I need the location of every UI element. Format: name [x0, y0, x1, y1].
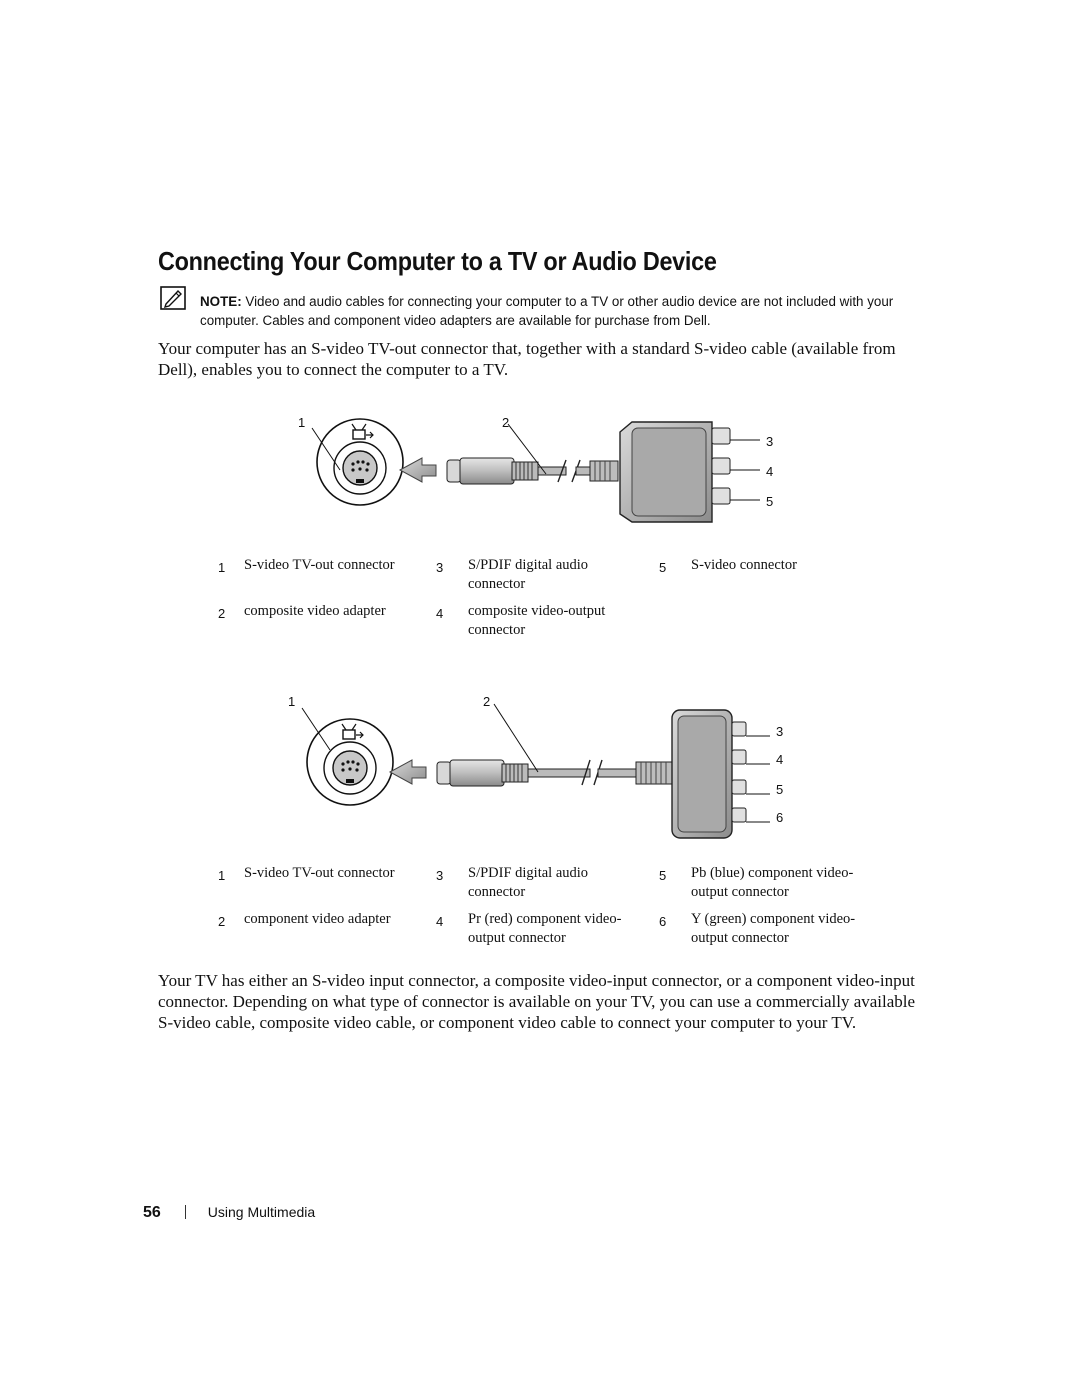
legend-text: composite video adapter	[244, 603, 386, 619]
legend-num: 3	[436, 560, 444, 575]
legend-num: 4	[436, 914, 444, 929]
callout-4: 4	[776, 752, 783, 767]
figure1-legend: 1 S-video TV-out connector 2 composite v…	[0, 556, 1080, 646]
legend-num: 2	[218, 606, 226, 621]
section-name: Using Multimedia	[207, 1204, 316, 1220]
note-pencil-icon	[160, 286, 186, 310]
svideo-tvout-port	[306, 718, 394, 806]
callout-3: 3	[776, 724, 783, 739]
legend-text: S-video TV-out connector	[244, 865, 395, 881]
legend-num: 5	[659, 560, 667, 575]
insert-arrow-icon	[388, 759, 427, 785]
legend-text: S/PDIF digital audio connector	[468, 865, 589, 900]
legend-num: 3	[436, 868, 444, 883]
closing-paragraph: Your TV has either an S-video input conn…	[158, 971, 916, 1032]
callout-1: 1	[288, 694, 295, 709]
page-footer: 56 Using Multimedia	[143, 1204, 315, 1222]
legend-text: S-video TV-out connector	[244, 557, 395, 573]
callout-2: 2	[502, 415, 509, 430]
legend-num: 5	[659, 868, 667, 883]
legend-text: S/PDIF digital audio connector	[468, 557, 589, 592]
composite-adapter-diagram: 1 2 3 4 5	[298, 415, 773, 523]
legend-text: Y (green) component video-output connect…	[691, 911, 856, 946]
svideo-tvout-port	[316, 418, 404, 506]
legend-num: 6	[659, 914, 667, 929]
callout-5: 5	[766, 494, 773, 509]
callout-6: 6	[776, 810, 783, 825]
figure2-legend: 1 S-video TV-out connector 2 component v…	[0, 864, 1080, 954]
legend-text: Pb (blue) component video-output connect…	[691, 865, 854, 900]
callout-4: 4	[766, 464, 773, 479]
callout-3: 3	[766, 434, 773, 449]
legend-text: S-video connector	[691, 557, 797, 573]
footer-divider	[184, 1205, 186, 1219]
callout-2: 2	[483, 694, 490, 709]
legend-num: 2	[218, 914, 226, 929]
note-label: NOTE:	[200, 294, 242, 309]
insert-arrow-icon	[398, 457, 437, 483]
callout-5: 5	[776, 782, 783, 797]
page-number: 56	[143, 1204, 161, 1221]
intro-paragraph: Your computer has an S-video TV-out conn…	[158, 339, 896, 379]
legend-num: 4	[436, 606, 444, 621]
legend-text: composite video-output connector	[468, 603, 606, 638]
note-body: Video and audio cables for connecting yo…	[200, 294, 894, 328]
legend-text: component video adapter	[244, 911, 391, 927]
legend-num: 1	[218, 560, 226, 575]
component-adapter-diagram: 1 2 3 4 5 6	[288, 694, 783, 839]
note-text: NOTE: Video and audio cables for connect…	[200, 292, 920, 330]
callout-1: 1	[298, 415, 305, 430]
page-title: Connecting Your Computer to a TV or Audi…	[158, 246, 717, 276]
legend-num: 1	[218, 868, 226, 883]
legend-text: Pr (red) component video-output connecto…	[468, 911, 622, 946]
